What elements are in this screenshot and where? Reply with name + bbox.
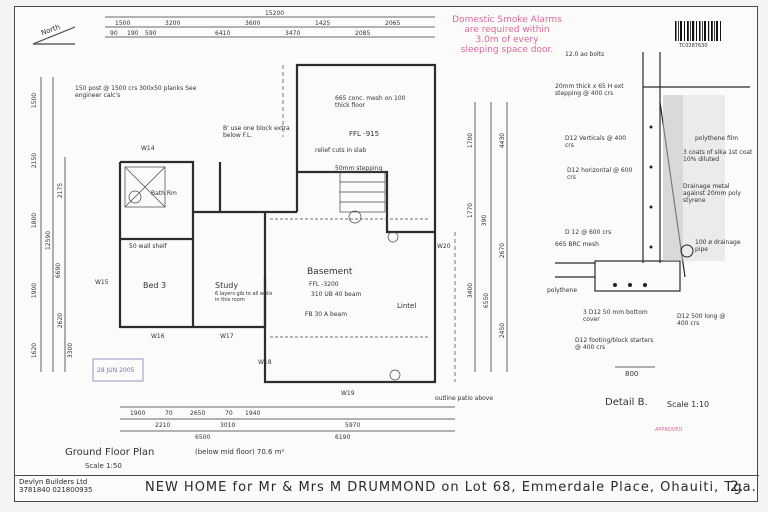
title-block xyxy=(15,475,759,504)
upper-ffl: FFL -915 xyxy=(349,130,380,138)
plan-scale: Scale 1:50 xyxy=(85,462,122,470)
room-bath: Bath Rm xyxy=(151,190,177,197)
window-w15: W15 xyxy=(95,279,109,286)
sheet-number: 2. xyxy=(730,479,744,495)
stepping-note: 50mm stepping xyxy=(335,165,383,172)
window-w20: W20 xyxy=(437,243,451,250)
block-note: B' use one block extra below F.L. xyxy=(223,125,290,139)
barcode xyxy=(675,21,721,41)
window-w17: W17 xyxy=(220,333,234,340)
approved-stamp: APPROVED xyxy=(655,427,683,433)
detail-title: Detail B. xyxy=(605,397,648,408)
smoke-alarm-note: Domestic Smoke Alarms are required withi… xyxy=(452,15,562,55)
beam-note: 310 UB 40 beam xyxy=(311,291,362,298)
drainage-metal xyxy=(663,95,683,261)
footing xyxy=(594,260,681,292)
plan-title: Ground Floor Plan xyxy=(65,447,155,458)
patio-note: outline patio above xyxy=(435,395,494,402)
project-title: NEW HOME for Mr & Mrs M DRUMMOND on Lot … xyxy=(145,480,757,495)
plan-drawing xyxy=(32,16,750,432)
barcode-number: TC0287630 xyxy=(679,43,708,49)
room-bed3: Bed 3 xyxy=(143,281,167,290)
room-study: Study xyxy=(215,281,239,290)
mesh-note: 665 conc. mesh on 100 thick floor xyxy=(335,95,406,109)
bath-fixture xyxy=(124,166,166,208)
detail-scale: Scale 1:10 xyxy=(667,400,710,409)
relief-note: relief cuts in slab xyxy=(315,147,367,154)
window-w18: W18 xyxy=(258,359,272,366)
company-block: Devlyn Builders Ltd 3781840 021800935 xyxy=(19,478,93,494)
water-heater-symbol xyxy=(348,210,362,224)
detail-width-dim: 800 xyxy=(625,370,639,378)
date-stamp: 28 JUN 2005 xyxy=(97,367,135,374)
window-w16: W16 xyxy=(151,333,165,340)
top-dim-total: 15200 xyxy=(265,10,285,17)
plan-walls xyxy=(118,63,437,384)
room-basement: Basement xyxy=(307,267,353,277)
fb-note: FB 30 A beam xyxy=(305,311,348,318)
plan-subtitle: (below mid floor) 70.6 m² xyxy=(195,448,285,456)
drawing-sheet: North Domestic Smoke Alarms are required… xyxy=(14,6,759,504)
date-stamp-box xyxy=(92,358,144,382)
basement-ffl: FFL -3200 xyxy=(309,281,339,288)
shelf-note: 50 wall shelf xyxy=(129,243,167,250)
lintel-label: Lintel xyxy=(397,302,417,310)
window-w19: W19 xyxy=(341,390,355,397)
window-w14: W14 xyxy=(141,145,155,152)
study-note: 6 layers gib to all walls in this room xyxy=(215,291,273,303)
post-note: 150 post @ 1500 crs 300x50 planks See en… xyxy=(75,85,197,99)
toilet-symbol xyxy=(128,190,142,204)
